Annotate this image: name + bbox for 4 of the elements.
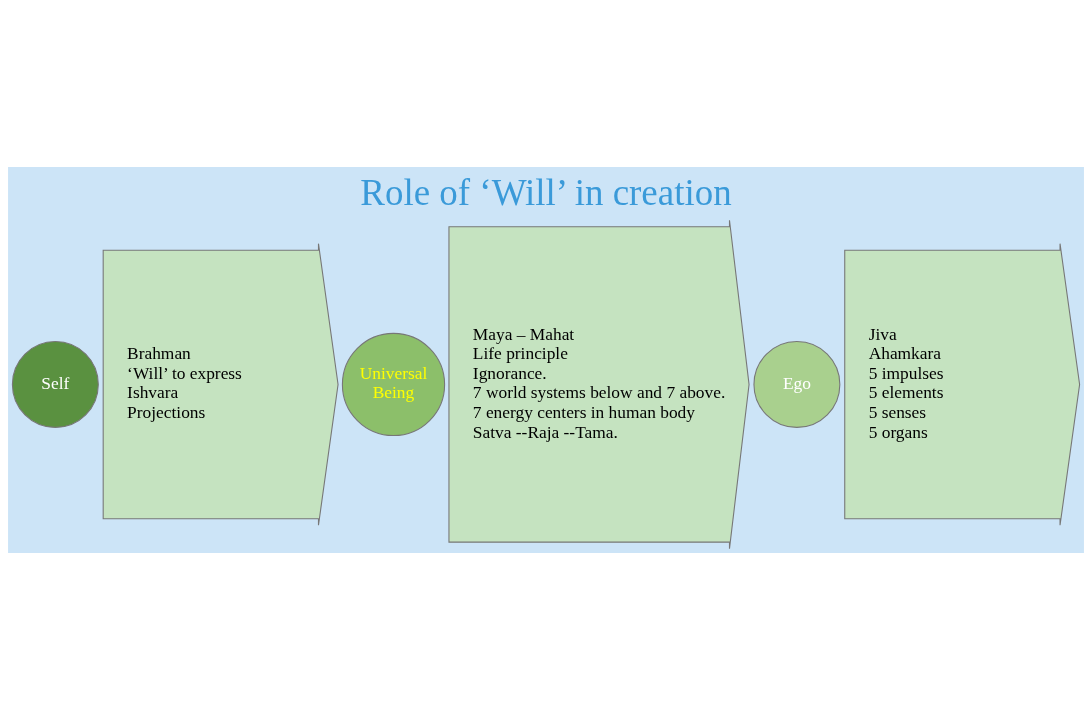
node-circle: Self	[11, 340, 99, 428]
node-circle: Universal Being	[341, 332, 446, 436]
node-circle: Ego	[753, 340, 841, 428]
diagram-title: Role of ‘Will’ in creation	[360, 171, 732, 213]
